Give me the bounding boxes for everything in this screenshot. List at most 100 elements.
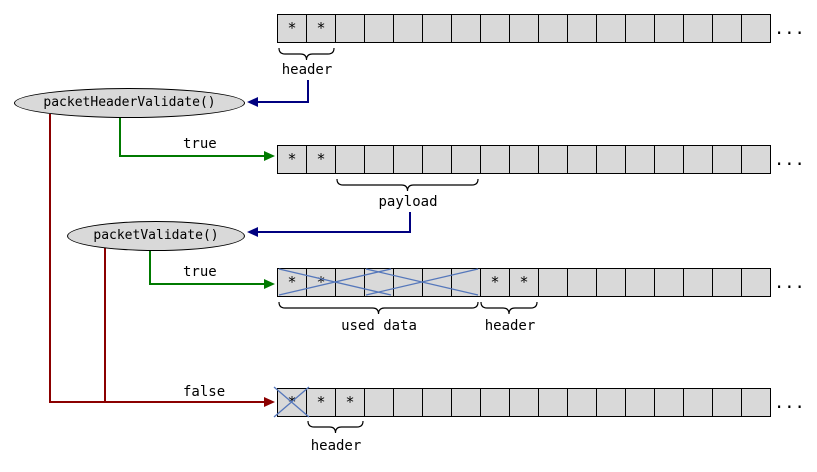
buffer-cell	[538, 14, 568, 43]
buffer-cell	[654, 268, 684, 297]
buffer-cell	[596, 268, 626, 297]
buffer-cell	[741, 14, 771, 43]
buffer-cell	[509, 145, 539, 174]
buffer-row-initial: **	[277, 14, 771, 43]
buffer-cell	[538, 388, 568, 417]
buffer-cell	[683, 145, 713, 174]
buffer-cell	[335, 145, 365, 174]
buffer-row-packet-valid: ****	[277, 268, 771, 297]
buffer-cell	[596, 145, 626, 174]
buffer-cell	[480, 145, 510, 174]
buffer-cell	[625, 268, 655, 297]
buffer-cell	[683, 14, 713, 43]
buffer-cell	[422, 145, 452, 174]
buffer-cell	[364, 14, 394, 43]
buffer-cell: *	[277, 145, 307, 174]
buffer-cell	[335, 14, 365, 43]
braces	[278, 47, 538, 434]
brace-header-row1	[278, 47, 335, 61]
buffer-cell	[422, 268, 452, 297]
buffer-cell	[625, 14, 655, 43]
buffer-cell	[451, 145, 481, 174]
buffer-cell	[538, 268, 568, 297]
buffer-cell	[596, 14, 626, 43]
buffer-row-packet-invalid: ***	[277, 388, 771, 417]
brace-header-row3	[480, 301, 538, 315]
buffer-cell: *	[277, 388, 307, 417]
buffer-cell	[451, 388, 481, 417]
label-payload: payload	[378, 194, 438, 210]
buffer-cell: *	[277, 14, 307, 43]
buffer-cell	[393, 14, 423, 43]
label-true-header: true	[183, 136, 217, 152]
buffer-cell	[567, 268, 597, 297]
ellipsis: ...	[774, 273, 805, 293]
buffer-cell	[567, 388, 597, 417]
buffer-cell	[683, 388, 713, 417]
buffer-cell	[654, 145, 684, 174]
buffer-cell: *	[306, 145, 336, 174]
buffer-cell	[451, 14, 481, 43]
arrowhead-true-row2	[264, 151, 275, 161]
arrow-payload-to-packetvalidate	[258, 212, 411, 233]
buffer-cell: *	[335, 388, 365, 417]
buffer-cell	[712, 268, 742, 297]
buffer-cell	[712, 388, 742, 417]
arrowhead-true-row3	[264, 279, 275, 289]
ellipsis: ...	[774, 19, 805, 39]
buffer-cell	[741, 145, 771, 174]
false-arrows	[49, 114, 264, 403]
brace-payload	[336, 178, 479, 192]
buffer-row-header-valid: **	[277, 145, 771, 174]
buffer-cell	[422, 388, 452, 417]
buffer-cell	[567, 14, 597, 43]
buffer-cell	[538, 145, 568, 174]
label-header-row1: header	[281, 62, 333, 78]
node-packet-header-validate: packetHeaderValidate()	[14, 88, 245, 118]
arrowhead-packetheadervalidate	[247, 97, 258, 107]
buffer-cell	[654, 388, 684, 417]
buffer-cell	[683, 268, 713, 297]
buffer-cell	[480, 14, 510, 43]
buffer-cell: *	[306, 388, 336, 417]
buffer-cell: *	[306, 268, 336, 297]
buffer-cell	[625, 145, 655, 174]
buffer-cell	[741, 388, 771, 417]
buffer-cell: *	[306, 14, 336, 43]
buffer-cell	[712, 14, 742, 43]
buffer-cell	[509, 388, 539, 417]
buffer-cell	[625, 388, 655, 417]
label-used-data: used data	[341, 318, 417, 334]
buffer-cell	[422, 14, 452, 43]
buffer-cell	[712, 145, 742, 174]
label-header-row3: header	[484, 318, 536, 334]
buffer-cell	[480, 388, 510, 417]
buffer-cell	[393, 145, 423, 174]
buffer-cell	[451, 268, 481, 297]
label-true-packet: true	[183, 264, 217, 280]
buffer-cell	[654, 14, 684, 43]
buffer-cell	[393, 268, 423, 297]
ellipsis: ...	[774, 393, 805, 413]
arrowhead-packetvalidate	[247, 227, 258, 237]
arrow-false-from-packetheadervalidate	[49, 114, 264, 403]
label-false: false	[183, 384, 226, 400]
buffer-cell	[741, 268, 771, 297]
arrowhead-false	[264, 397, 275, 407]
ellipsis: ...	[774, 150, 805, 170]
arrow-header-to-packetheadervalidate	[258, 80, 309, 103]
buffer-cell	[364, 268, 394, 297]
buffer-cell	[364, 145, 394, 174]
buffer-cell	[335, 268, 365, 297]
brace-header-row4	[307, 420, 364, 434]
buffer-cell: *	[277, 268, 307, 297]
node-packet-validate: packetValidate()	[67, 221, 245, 251]
brace-used-data	[278, 301, 479, 315]
buffer-cell	[509, 14, 539, 43]
buffer-cell: *	[509, 268, 539, 297]
buffer-cell	[596, 388, 626, 417]
buffer-cell: *	[480, 268, 510, 297]
label-header-row4: header	[310, 438, 362, 454]
buffer-cell	[364, 388, 394, 417]
